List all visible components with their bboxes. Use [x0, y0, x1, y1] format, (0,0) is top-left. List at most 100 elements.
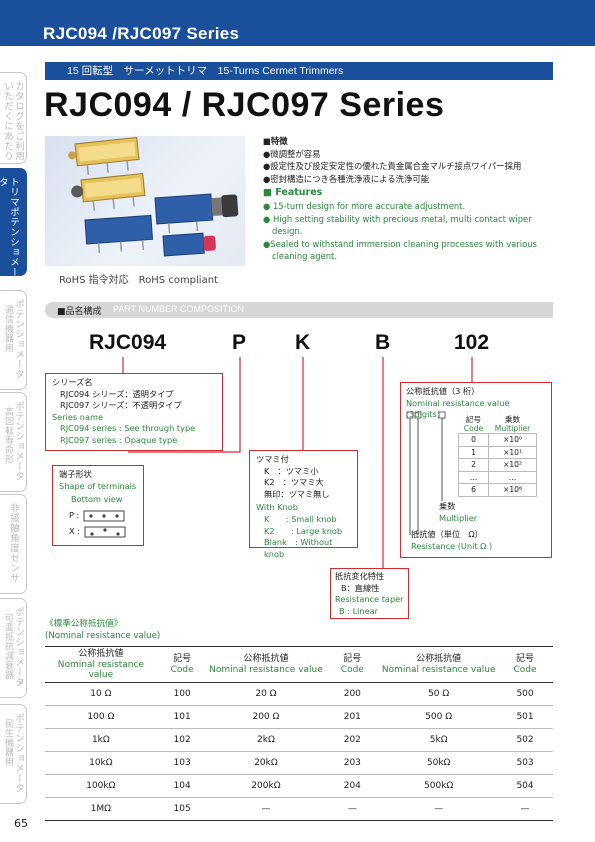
- header-bar: RJC094 /RJC097 Series: [0, 0, 595, 46]
- sidebar-tab-label: カタログをご利用いただくにあたり: [2, 81, 24, 161]
- table-cell: —: [207, 797, 325, 821]
- feature-en-item: ● High setting stability with precious m…: [263, 213, 532, 237]
- knob-box-line: K2 : Large knob: [264, 525, 343, 536]
- series-box-line: シリーズ名: [52, 377, 93, 387]
- knob-box: ツマミ付 K ：ツマミ小 K2 ：ツマミ大 無印：ツマミ無し With Knob…: [249, 450, 358, 559]
- knob-box-line: K : Small knob: [264, 513, 337, 524]
- table-cell: —: [324, 797, 381, 821]
- table-cell: 100: [156, 682, 208, 706]
- table-cell: 104: [156, 774, 208, 798]
- table-cell: 1kΩ: [45, 728, 157, 752]
- table-cell: 502: [497, 728, 553, 752]
- table-cell: 501: [497, 705, 553, 729]
- table-cell: 10kΩ: [45, 751, 157, 775]
- table-cell: 200kΩ: [207, 774, 325, 798]
- std-values-label: 《標準公称抵抗値》 (Nominal resistance value): [45, 619, 160, 642]
- pn-series-code: RJC094: [89, 331, 167, 354]
- mini-mult-cell: ×10¹: [488, 445, 537, 460]
- resist-digit-icons: [406, 411, 446, 545]
- knob-box-line: Blank : Without knob: [264, 537, 333, 559]
- mini-hdr-mult-jp: 乗数: [504, 415, 521, 424]
- table-cell: 201: [324, 705, 381, 729]
- mini-code-cell: 0: [458, 433, 489, 447]
- mini-hdr-mult-en: Multiplier: [494, 424, 531, 433]
- mini-mult-cell: ×10⁶: [488, 483, 537, 497]
- table-cell: —: [497, 797, 553, 821]
- sidebar-tab-sensor[interactable]: 非接触角度センサ: [0, 494, 27, 594]
- part-number-bar: ■品名構成 PART NUMBER COMPOSITION: [45, 302, 553, 318]
- page-title: RJC094 / RJC097 Series: [44, 86, 445, 124]
- feature-en-item: ● 15-turn design for more accurate adjus…: [263, 200, 466, 211]
- mini-code-cell: 1: [458, 445, 489, 460]
- table-cell: 20kΩ: [207, 751, 325, 775]
- table-cell: 101: [156, 705, 208, 729]
- mini-mult-cell: ×10⁰: [488, 433, 537, 447]
- terminal-p-label: P :: [69, 509, 80, 520]
- sidebar-tab-label: トリマポテンショメータ: [0, 177, 19, 277]
- table-cell: 200: [324, 682, 381, 706]
- mini-mult-cell: ×10²: [488, 458, 537, 472]
- feature-jp-item: ●設定性及び設定安定性の優れた貴金属合金マルチ接点ワイパー採用: [263, 161, 522, 172]
- sidebar-tab-consumer[interactable]: ポテンショメータ 民生機器用: [0, 704, 27, 804]
- taper-box-line: B：直線性: [341, 582, 380, 593]
- multiplier-label: 乗数 Multiplier: [439, 501, 477, 524]
- part-number-bar-en: PART NUMBER COMPOSITION: [113, 304, 245, 314]
- table-cell: 50kΩ: [380, 751, 498, 775]
- sidebar-tab-label: ポテンショメータ: [13, 607, 24, 687]
- sidebar-tab-comm[interactable]: ポテンショメータ 通信機器用: [0, 290, 27, 390]
- sidebar-tab-attenuator[interactable]: ポテンショメータ 可変抵抗減衰器: [0, 598, 27, 698]
- sidebar-tab-trimmer[interactable]: トリマポテンショメータ: [0, 168, 27, 277]
- mini-hdr-code-en: Code: [463, 424, 484, 433]
- feature-en-item: ●Sealed to withstand immersion cleaning …: [263, 238, 537, 262]
- table-cell: 100kΩ: [45, 774, 157, 798]
- mini-code-cell: …: [458, 470, 489, 485]
- terminal-box-line: Shape of terminals: [59, 480, 137, 491]
- terminal-p-row: P :: [59, 510, 137, 522]
- sidebar-tab-highlife[interactable]: ポテンショメータ 高回転寿命形: [0, 392, 27, 492]
- table-cell: 500 Ω: [380, 705, 498, 729]
- mini-hdr-code-jp: 記号: [465, 415, 482, 424]
- unit-jp: 抵抗値（単位 Ω）: [411, 529, 483, 539]
- features-section: ■特徴 ●微調整が容易 ●設定性及び設定安定性の優れた貴金属合金マルチ接点ワイパ…: [263, 135, 558, 263]
- sidebar-tab-label: ポテンショメータ: [13, 299, 24, 379]
- pn-knob-code: K: [295, 331, 311, 354]
- mini-code-cell: 6: [458, 483, 489, 497]
- taper-box-line: B : Linear: [339, 605, 379, 616]
- sidebar-tab-sublabel: 通信機器用: [3, 305, 13, 353]
- terminal-x-label: X :: [69, 525, 80, 536]
- terminal-box-line: Bottom view: [71, 494, 123, 505]
- table-cell: 103: [156, 751, 208, 775]
- series-title: RJC094 /RJC097 Series: [43, 24, 240, 43]
- table-cell: —: [380, 797, 498, 821]
- knob-box-line: ツマミ付: [256, 454, 289, 464]
- series-box-line: RJC097 シリーズ：不透明タイプ: [60, 400, 182, 411]
- taper-box: 抵抗変化特性 B：直線性 Resistance taper B : Linear: [330, 568, 409, 619]
- mult-jp: 乗数: [439, 501, 456, 511]
- table-cell: 20 Ω: [207, 682, 325, 706]
- series-box-line: RJC094 series : See through type: [60, 423, 196, 434]
- features-jp-header: ■特徴: [263, 136, 288, 146]
- sidebar-tab-label: ポテンショメータ: [13, 713, 24, 793]
- knob-box-line: K2 ：ツマミ大: [264, 477, 324, 488]
- terminal-p-icon: [83, 510, 125, 522]
- rohs-label: RoHS 指令対応 RoHS compliant: [59, 275, 218, 286]
- sidebar-tab-label: 非接触角度センサ: [8, 503, 19, 583]
- terminal-x-icon: [84, 526, 126, 538]
- table-cell: 202: [324, 728, 381, 752]
- sidebar-tab-catalog[interactable]: カタログをご利用いただくにあたり: [0, 72, 27, 164]
- terminal-box-line: 端子形状: [59, 469, 92, 479]
- mult-en: Multiplier: [439, 512, 478, 523]
- table-cell: 203: [324, 751, 381, 775]
- pn-terminal-code: P: [232, 331, 247, 354]
